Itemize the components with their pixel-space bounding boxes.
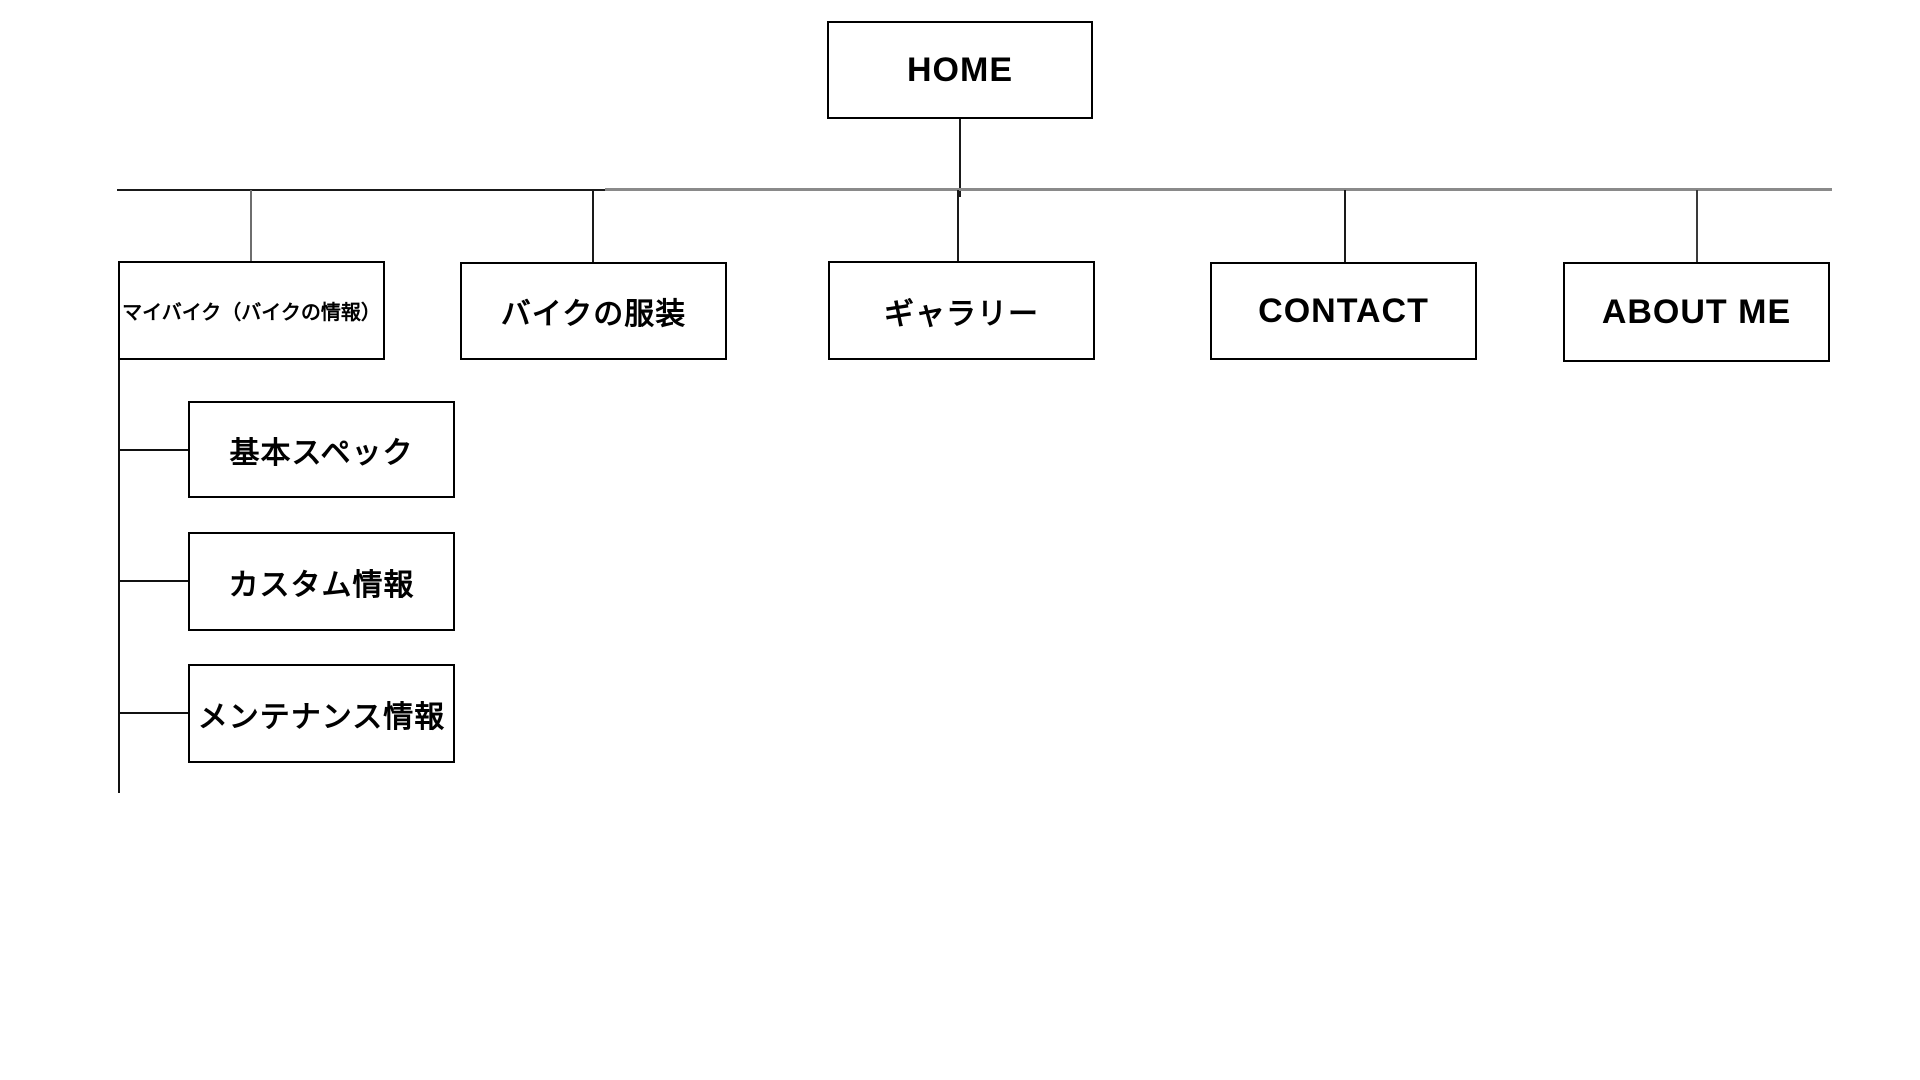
connector-mybike-subtrunk — [118, 360, 120, 793]
node-contact[interactable]: CONTACT — [1210, 262, 1477, 360]
node-basic-spec[interactable]: 基本スペック — [188, 401, 455, 498]
node-bike-clothing[interactable]: バイクの服装 — [460, 262, 727, 360]
node-home[interactable]: HOME — [827, 21, 1093, 119]
connector-home-stem — [959, 119, 961, 197]
connector-spec-branch — [119, 449, 188, 451]
connector-gallery-stem — [957, 190, 959, 261]
node-custom-info[interactable]: カスタム情報 — [188, 532, 455, 631]
connector-mybike-stem — [250, 190, 252, 261]
connector-custom-branch — [119, 580, 188, 582]
connector-clothing-stem — [592, 190, 594, 262]
node-mybike[interactable]: マイバイク（バイクの情報） — [118, 261, 385, 360]
node-gallery[interactable]: ギャラリー — [828, 261, 1095, 360]
node-about-me[interactable]: ABOUT ME — [1563, 262, 1830, 362]
node-maintenance-info[interactable]: メンテナンス情報 — [188, 664, 455, 763]
connector-about-stem — [1696, 190, 1698, 262]
connector-trunk-left — [117, 189, 605, 191]
connector-contact-stem — [1344, 190, 1346, 262]
connector-trunk-right — [605, 188, 1832, 191]
connector-maintenance-branch — [119, 712, 188, 714]
